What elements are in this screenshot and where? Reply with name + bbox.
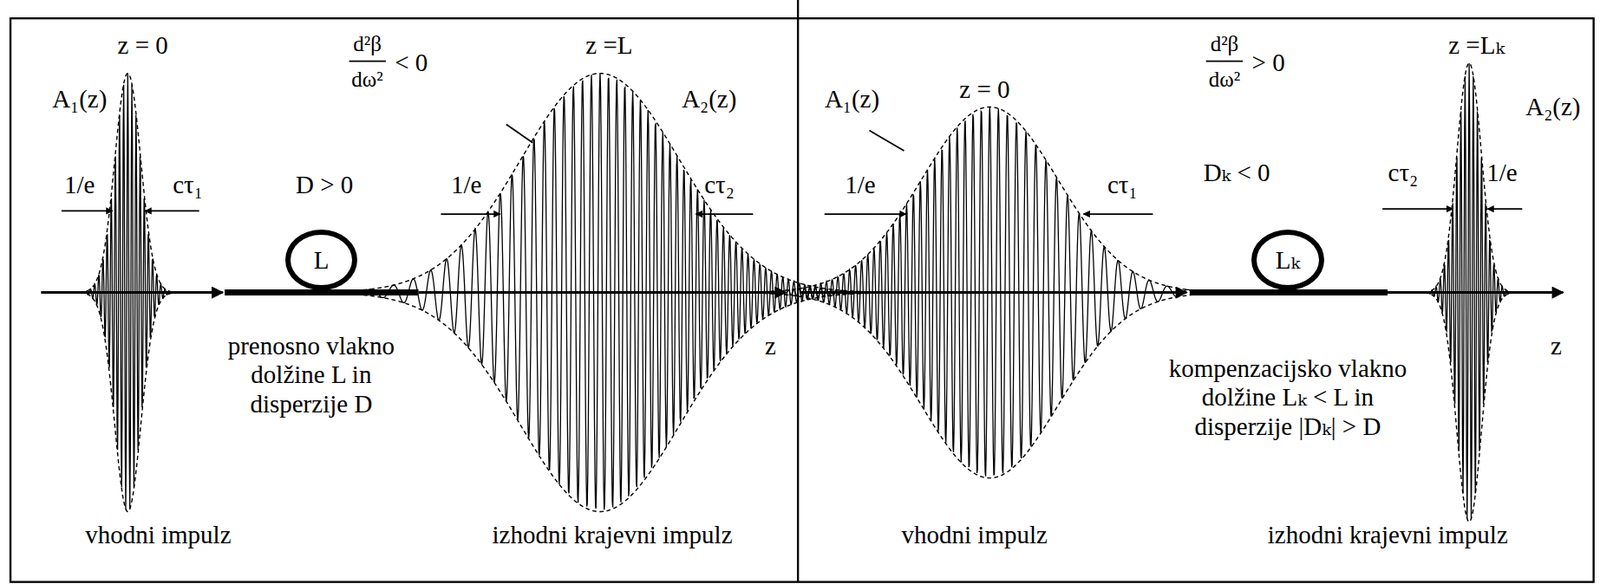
text-label: cτ₁	[172, 170, 203, 200]
fiber-coil: Lₖ	[1251, 229, 1326, 292]
pulse-carrier	[263, 73, 937, 511]
coil-label: L	[313, 248, 330, 274]
text-label: cτ₂	[704, 170, 735, 200]
text-label: z	[764, 332, 777, 361]
fraction-bar	[1206, 60, 1243, 63]
pulse-envelope	[1417, 63, 1522, 294]
text-label: z	[1550, 332, 1562, 361]
text-label: d²β	[1210, 31, 1240, 57]
text-label: < 0	[394, 48, 428, 78]
text-label: z = 0	[959, 75, 1010, 105]
text-label: z =Lₖ	[1448, 31, 1505, 60]
text-label: izhodni krajevni impulz	[1267, 521, 1509, 550]
text-label: vhodni impulz	[901, 521, 1048, 550]
text-label: A₂(z)	[681, 85, 737, 115]
text-label: A₁(z)	[52, 85, 107, 115]
text-label: > 0	[1252, 48, 1286, 78]
text-label: 1/e	[844, 170, 876, 200]
text-label: z = 0	[117, 31, 169, 60]
text-label: cτ₁	[1107, 170, 1138, 200]
coil-label: Lₖ	[1275, 248, 1300, 274]
text-label: A₂(z)	[1525, 92, 1581, 122]
text-label: A₁(z)	[824, 85, 880, 115]
pulse-carrier	[72, 73, 183, 510]
text-label: kompenzacijsko vlakno dolžine Lₖ < L in …	[1157, 354, 1418, 442]
text-label: prenosno vlakno dolžine L in disperzije …	[202, 332, 420, 419]
pulse-envelope	[698, 293, 1280, 479]
leader-line	[506, 124, 905, 152]
text-label: izhodni krajevni impulz	[491, 521, 732, 550]
z-axis	[1387, 291, 1563, 294]
text-label: z =L	[585, 31, 633, 60]
text-label: dω²	[351, 66, 383, 92]
fiber-coil: L	[285, 229, 357, 292]
text-label: 1/e	[1486, 158, 1517, 188]
text-label: Dₖ < 0	[1203, 158, 1271, 188]
pulse-carrier	[1417, 63, 1522, 519]
text-label: D > 0	[295, 170, 353, 200]
text-label: d²β	[352, 31, 382, 57]
fraction-bar	[349, 60, 386, 63]
z-axis	[40, 291, 223, 294]
text-label: 1/e	[450, 170, 482, 200]
text-label: 1/e	[64, 170, 95, 200]
pulse-envelope	[72, 293, 183, 513]
width-arrows	[61, 208, 1522, 215]
pulse-carrier	[698, 107, 1280, 477]
pulse-envelope	[263, 73, 937, 294]
text-label: vhodni impulz	[84, 521, 231, 550]
frame	[10, 18, 1594, 582]
pulse-envelope	[1417, 293, 1522, 523]
text-label: cτ₂	[1388, 158, 1419, 188]
text-label: dω²	[1208, 66, 1241, 92]
pulse-envelope	[698, 107, 1280, 294]
